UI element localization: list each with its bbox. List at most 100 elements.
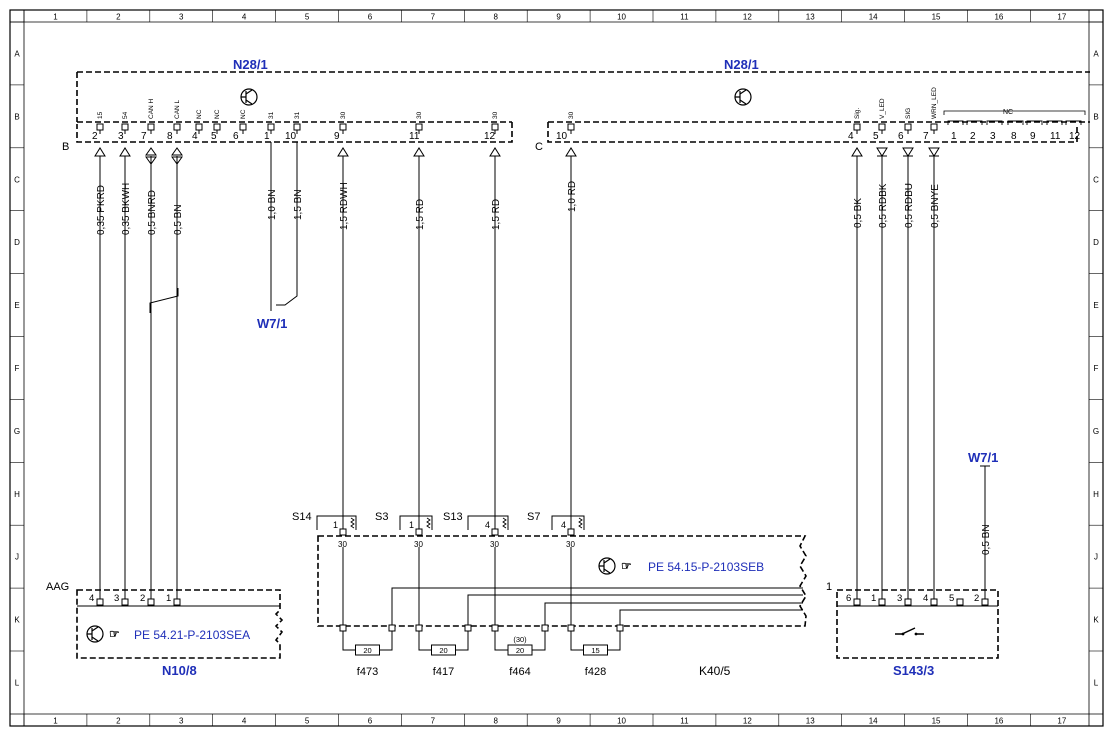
- fuse-body: [431, 644, 456, 656]
- grid-col-label-bottom: 7: [431, 717, 436, 726]
- pin-number: 1: [871, 593, 876, 604]
- wire-label: 0,5 RDBK: [878, 183, 889, 228]
- pin-number: 5: [873, 131, 879, 142]
- grid-col-label-bottom: 9: [556, 717, 561, 726]
- pin-terminal: [173, 123, 181, 131]
- pin-signal-label: SIG: [905, 108, 912, 119]
- pin-terminal: [904, 123, 912, 131]
- pin-number: 12: [1069, 131, 1081, 142]
- can-splice-mark: [149, 288, 179, 313]
- wire: [619, 609, 803, 625]
- fuse-lead: [418, 631, 469, 651]
- pin-number: 10: [285, 131, 297, 142]
- pin-terminal: [415, 624, 423, 632]
- pin-signal-label: 30: [568, 111, 575, 119]
- grid-row-label-left: B: [14, 112, 19, 121]
- wire-label: 0,5 BK: [853, 198, 864, 228]
- pin-terminal: [567, 624, 575, 632]
- grid-col-label-top: 2: [116, 13, 121, 22]
- stud-terminal: 30: [566, 540, 575, 549]
- pin-number: 3: [118, 131, 124, 142]
- k40-ref-link[interactable]: PE 54.15-P-2103SEB: [648, 560, 764, 574]
- pin-terminal: [267, 123, 275, 131]
- stud-bracket: [399, 515, 433, 530]
- pin-terminal: [415, 123, 423, 131]
- grid-row-label-right: A: [1093, 49, 1099, 58]
- pin-terminal: [147, 598, 155, 606]
- pin-terminal: [567, 123, 575, 131]
- aag-ref-link[interactable]: PE 54.21-P-2103SEA: [134, 628, 250, 642]
- pin-terminal: [541, 624, 549, 632]
- nc-pin-bracket: [1065, 120, 1082, 125]
- grid-col-label-top: 6: [368, 13, 373, 22]
- pin-number: 1: [166, 593, 171, 604]
- grid-col-label-top: 9: [556, 13, 561, 22]
- pin-number: 2: [974, 593, 979, 604]
- nc-pin-bracket: [966, 120, 983, 125]
- grid-col-label-bottom: 6: [368, 717, 373, 726]
- fuse-name: f464: [509, 666, 530, 678]
- grid-col-label-bottom: 16: [994, 717, 1003, 726]
- wire: [391, 587, 803, 625]
- transistor-icon: [598, 557, 616, 575]
- signal-arrow-out: [928, 147, 940, 157]
- resistor-icon: [502, 517, 507, 529]
- stud-terminal: 30: [490, 540, 499, 549]
- grid-row-label-left: E: [14, 301, 19, 310]
- stud-label: S7: [527, 511, 540, 523]
- grid-row-label-right: K: [1093, 616, 1099, 625]
- wire-label: 1,5 RDWH: [339, 182, 350, 230]
- pin-signal-label: CAN L: [174, 99, 181, 119]
- pin-terminal: [96, 123, 104, 131]
- signal-arrow-in: [565, 147, 577, 157]
- grid-col-label-top: 13: [806, 13, 815, 22]
- pin-number: 9: [334, 131, 340, 142]
- signal-arrow-out: [876, 147, 888, 157]
- pin-terminal: [388, 624, 396, 632]
- inner-border: [10, 10, 1103, 726]
- fuse-body: [583, 644, 608, 656]
- signal-arrow-in: [851, 147, 863, 157]
- grid-col-label-top: 1: [53, 13, 58, 22]
- n28-left-title: N28/1: [233, 57, 268, 72]
- grid-row-label-left: C: [14, 175, 20, 184]
- grid-col-label-top: 12: [743, 13, 752, 22]
- pin-number: 5: [949, 593, 954, 604]
- pin-terminal: [853, 598, 861, 606]
- pin-number: 10: [556, 131, 568, 142]
- grid-col-label-top: 4: [242, 13, 247, 22]
- pin-signal-label: 15: [97, 111, 104, 119]
- grid-col-label-top: 16: [994, 13, 1003, 22]
- nc-pin-bracket: [947, 120, 964, 125]
- signal-arrow-in: [145, 147, 157, 156]
- pin-signal-label: 31: [294, 111, 301, 119]
- grid-row-label-left: A: [14, 49, 20, 58]
- grid-row-label-right: J: [1094, 553, 1098, 562]
- ground-w7-1-right: W7/1 0,5 BN: [968, 450, 998, 601]
- s143-pin1-label: 1: [826, 581, 832, 593]
- pin-terminal: [339, 528, 347, 536]
- outer-border: [9, 9, 1104, 727]
- stud-label: S13: [443, 511, 463, 523]
- resistor-icon: [426, 517, 431, 529]
- grid-col-label-bottom: 17: [1057, 717, 1066, 726]
- grid-col-label-top: 10: [617, 13, 626, 22]
- grid-col-label-bottom: 14: [869, 717, 878, 726]
- nc-pin-bracket: [1026, 120, 1043, 125]
- pin-number: 4: [848, 131, 854, 142]
- wire: [544, 602, 803, 625]
- transistor-icon: [240, 88, 258, 106]
- pin-number: 3: [897, 593, 902, 604]
- pin-number: 11: [409, 131, 420, 142]
- pin-terminal: [904, 598, 912, 606]
- pin-number: 7: [141, 131, 147, 142]
- grid-col-label-top: 5: [305, 13, 310, 22]
- pin-terminal: [239, 123, 247, 131]
- grid-row-label-right: D: [1093, 238, 1099, 247]
- wire-label: 1,5 RD: [415, 199, 426, 230]
- n28-right-title: N28/1: [724, 57, 759, 72]
